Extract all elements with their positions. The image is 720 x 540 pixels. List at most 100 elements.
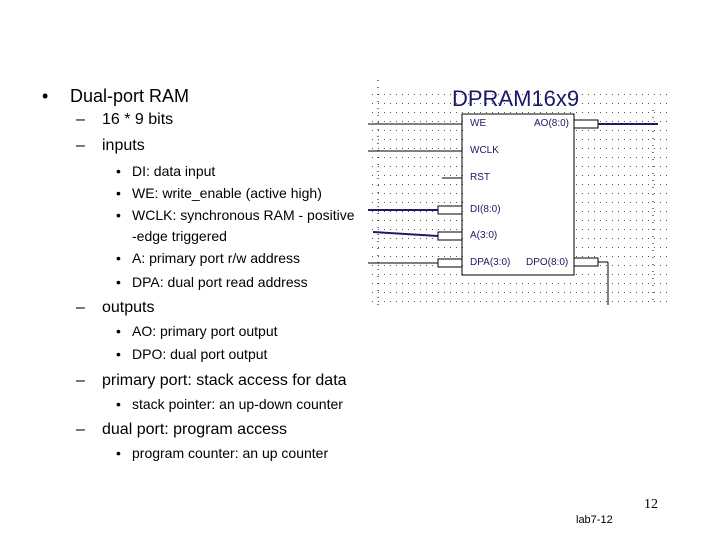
- grid-dot: [582, 292, 583, 293]
- grid-dot: [630, 175, 631, 176]
- grid-dot: [486, 103, 487, 104]
- grid-dot: [588, 184, 589, 185]
- grid-dot: [594, 229, 595, 230]
- grid-dot: [372, 283, 373, 284]
- grid-dot: [480, 94, 481, 95]
- grid-dot: [648, 274, 649, 275]
- grid-dot: [402, 283, 403, 284]
- grid-dot: [588, 274, 589, 275]
- grid-dot: [654, 211, 655, 212]
- grid-dot: [612, 139, 613, 140]
- grid-dot: [594, 94, 595, 95]
- grid-dot: [432, 283, 433, 284]
- grid-dot: [660, 175, 661, 176]
- grid-dot: [660, 274, 661, 275]
- grid-dot: [498, 94, 499, 95]
- grid-dot: [414, 202, 415, 203]
- grid-dot: [492, 94, 493, 95]
- grid-dot: [408, 175, 409, 176]
- grid-dot: [642, 301, 643, 302]
- grid-dot: [576, 112, 577, 113]
- grid-dot: [408, 283, 409, 284]
- grid-dot: [606, 211, 607, 212]
- grid-dot: [552, 112, 553, 113]
- grid-dot: [384, 157, 385, 158]
- grid-dot: [438, 229, 439, 230]
- grid-dot: [396, 193, 397, 194]
- grid-dot: [450, 130, 451, 131]
- grid-dot: [396, 148, 397, 149]
- grid-dot: [390, 256, 391, 257]
- grid-dot: [618, 184, 619, 185]
- grid-dot: [540, 292, 541, 293]
- grid-dot: [396, 283, 397, 284]
- grid-dot: [378, 229, 379, 230]
- dash-icon: –: [76, 372, 85, 389]
- grid-dot: [612, 211, 613, 212]
- grid-dot: [612, 292, 613, 293]
- grid-dot: [402, 202, 403, 203]
- grid-dot: [414, 229, 415, 230]
- grid-dot: [474, 94, 475, 95]
- grid-dot: [564, 112, 565, 113]
- bullet-outputs: outputs: [102, 299, 155, 316]
- grid-dot: [630, 265, 631, 266]
- grid-dot: [636, 175, 637, 176]
- grid-dot: [438, 283, 439, 284]
- grid-dot: [606, 139, 607, 140]
- grid-dot: [576, 175, 577, 176]
- grid-dot: [636, 157, 637, 158]
- grid-dot: [468, 94, 469, 95]
- grid-dot: [654, 274, 655, 275]
- grid-dot: [612, 229, 613, 230]
- grid-dot: [618, 139, 619, 140]
- grid-dot: [432, 193, 433, 194]
- grid-dot: [600, 130, 601, 131]
- grid-dot: [588, 94, 589, 95]
- grid-dot: [624, 238, 625, 239]
- grid-dot: [648, 175, 649, 176]
- grid-dot: [378, 238, 379, 239]
- grid-dot: [528, 112, 529, 113]
- grid-dot: [426, 112, 427, 113]
- grid-dot: [606, 94, 607, 95]
- grid-dot: [402, 94, 403, 95]
- grid-dot: [444, 247, 445, 248]
- grid-dot: [660, 184, 661, 185]
- grid-dot: [408, 121, 409, 122]
- grid-dot: [630, 193, 631, 194]
- grid-dot: [390, 103, 391, 104]
- grid-dot: [510, 301, 511, 302]
- grid-dot: [378, 148, 379, 149]
- grid-dot: [396, 112, 397, 113]
- grid-dot: [486, 292, 487, 293]
- grid-dot: [444, 274, 445, 275]
- grid-dot: [510, 103, 511, 104]
- grid-dot: [522, 292, 523, 293]
- grid-dot: [660, 292, 661, 293]
- grid-dot: [654, 112, 655, 113]
- grid-dot: [534, 94, 535, 95]
- grid-dot: [606, 220, 607, 221]
- grid-dot: [540, 112, 541, 113]
- grid-dot: [414, 130, 415, 131]
- grid-dot: [582, 166, 583, 167]
- grid-dot: [570, 112, 571, 113]
- grid-dot: [600, 247, 601, 248]
- grid-dot: [624, 157, 625, 158]
- grid-dot: [648, 301, 649, 302]
- grid-dot: [426, 220, 427, 221]
- grid-dot: [378, 301, 379, 302]
- grid-dot: [570, 94, 571, 95]
- grid-dot: [444, 184, 445, 185]
- grid-dot: [612, 166, 613, 167]
- grid-dot: [618, 94, 619, 95]
- grid-dot: [654, 301, 655, 302]
- grid-dot: [372, 274, 373, 275]
- grid-dot: [600, 157, 601, 158]
- grid-dot: [576, 184, 577, 185]
- grid-dot: [432, 265, 433, 266]
- grid-dot: [390, 292, 391, 293]
- grid-dot: [396, 175, 397, 176]
- dash-icon: –: [76, 137, 85, 154]
